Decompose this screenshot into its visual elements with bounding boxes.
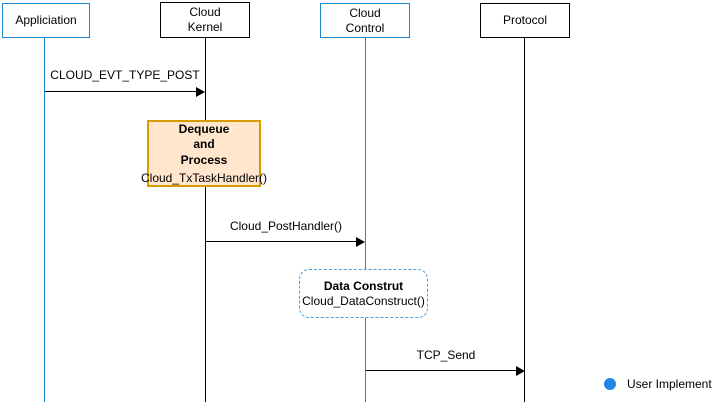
- actor-box-protocol: Protocol: [480, 3, 570, 38]
- lifeline-appliciation: [44, 38, 45, 402]
- message-label-tcp-send: TCP_Send: [416, 348, 476, 362]
- message-arrow-line: [206, 241, 357, 242]
- legend-label: User Implement: [627, 377, 712, 391]
- legend-dot-icon: [604, 378, 616, 390]
- lifeline-cloud-kernel: [205, 38, 206, 402]
- process-box-dequeue-and-process: Dequeue and Process Cloud_TxTaskHandler(…: [141, 120, 267, 187]
- actor-box-cloud-control: Cloud Control: [320, 3, 410, 38]
- message-arrow-line: [366, 370, 516, 371]
- message-label-cloud-posthandler: Cloud_PostHandler(): [229, 219, 343, 233]
- arrowhead-icon: [356, 237, 365, 247]
- process-box-title: Dequeue and Process: [178, 121, 230, 167]
- message-arrow-line: [45, 91, 197, 92]
- lifeline-cloud-control: [365, 38, 366, 402]
- process-box-subtitle: Cloud_TxTaskHandler(): [140, 171, 268, 186]
- construct-box-data-construt: Data Construt Cloud_DataConstruct(): [299, 269, 428, 318]
- actor-box-cloud-kernel: Cloud Kernel: [160, 2, 250, 38]
- construct-box-subtitle: Cloud_DataConstruct(): [302, 294, 425, 309]
- actor-box-appliciation: Appliciation: [2, 3, 90, 38]
- lifeline-protocol: [524, 38, 525, 402]
- construct-box-title: Data Construt: [323, 278, 404, 293]
- message-label-cloud-evt-type-post: CLOUD_EVT_TYPE_POST: [50, 68, 200, 82]
- arrowhead-icon: [196, 87, 205, 97]
- arrowhead-icon: [516, 366, 525, 376]
